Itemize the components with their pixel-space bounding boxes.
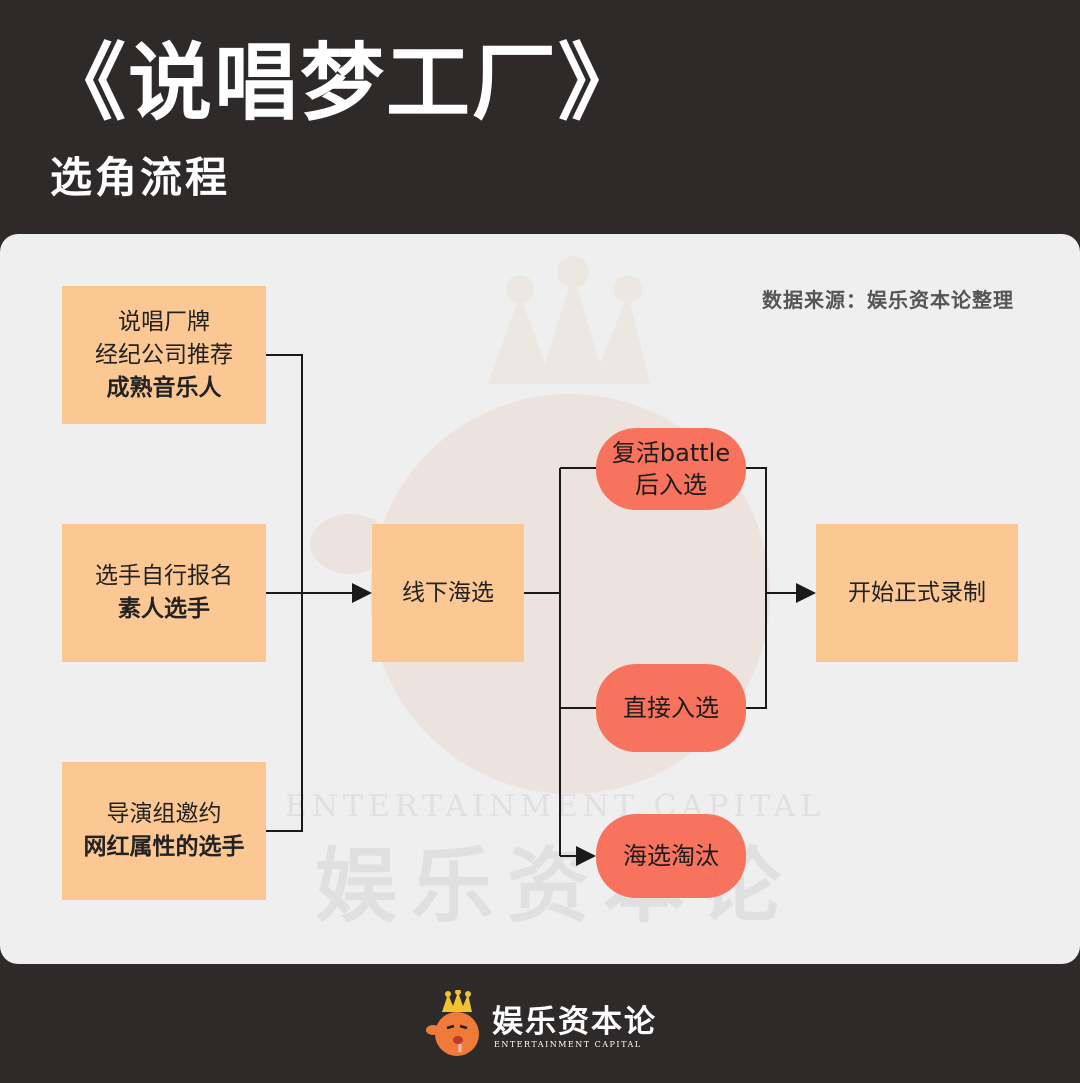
recording-box: 开始正式录制	[816, 524, 1018, 662]
direct-label: 直接入选	[623, 694, 719, 722]
source-2-bold: 素人选手	[118, 596, 210, 622]
page-subtitle: 选角流程	[50, 153, 231, 202]
crowned-mascot-icon	[426, 990, 479, 1056]
page-title: 《说唱梦工厂》	[42, 34, 645, 132]
source-2-line1: 选手自行报名	[95, 563, 233, 589]
footer-brand-cn: 娱乐资本论	[492, 1004, 657, 1040]
source-box-label-recommendation: 说唱厂牌 经纪公司推荐 成熟音乐人	[62, 286, 266, 424]
source-1-line2: 经纪公司推荐	[95, 341, 233, 368]
data-source-note: 数据来源：娱乐资本论整理	[762, 288, 1014, 312]
outcome-direct-pill: 直接入选	[596, 664, 746, 752]
flow-connectors	[266, 354, 816, 866]
source-box-self-registration: 选手自行报名 素人选手	[62, 524, 266, 662]
audition-box: 线下海选	[372, 524, 524, 662]
footer-brand: 娱乐资本论 ENTERTAINMENT CAPITAL	[420, 990, 670, 1060]
outcome-revival-pill: 复活battle 后入选	[596, 428, 746, 510]
revival-line1: 复活battle	[611, 439, 731, 467]
recording-label: 开始正式录制	[848, 579, 986, 606]
revival-line2: 后入选	[635, 471, 707, 499]
watermark-en: ENTERTAINMENT CAPITAL	[285, 789, 825, 824]
source-box-director-invite: 导演组邀约 网红属性的选手	[62, 762, 266, 900]
outcome-eliminated-pill: 海选淘汰	[596, 814, 746, 898]
footer-brand-en: ENTERTAINMENT CAPITAL	[494, 1040, 642, 1049]
eliminated-label: 海选淘汰	[623, 842, 719, 870]
flowchart-panel: ENTERTAINMENT CAPITAL 娱乐资本论 数据来源：娱乐资本论整理…	[0, 234, 1080, 964]
source-1-bold: 成熟音乐人	[106, 374, 222, 401]
audition-label: 线下海选	[402, 579, 494, 606]
source-1-line1: 说唱厂牌	[118, 308, 210, 335]
source-3-bold: 网红属性的选手	[83, 834, 245, 860]
selected-bracket	[746, 467, 767, 709]
source-3-line1: 导演组邀约	[106, 801, 222, 827]
